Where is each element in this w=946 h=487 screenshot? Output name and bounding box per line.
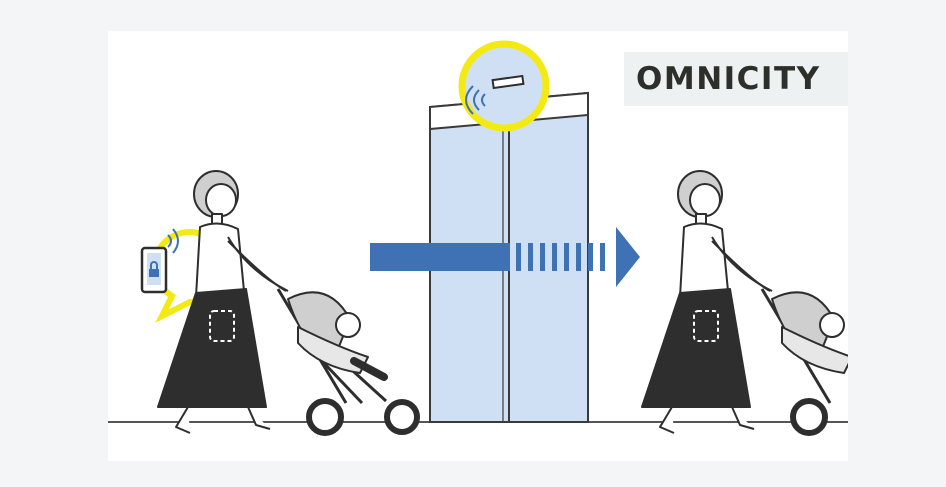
stroller-right (762, 289, 848, 433)
illustration-panel: OMNICITY (108, 31, 848, 461)
woman-with-stroller-right (642, 171, 772, 433)
stroller-left (278, 289, 417, 433)
door-sensor-icon (462, 44, 546, 128)
brand-logo: OMNICITY (636, 61, 821, 97)
brand-label-box: OMNICITY (624, 52, 848, 106)
